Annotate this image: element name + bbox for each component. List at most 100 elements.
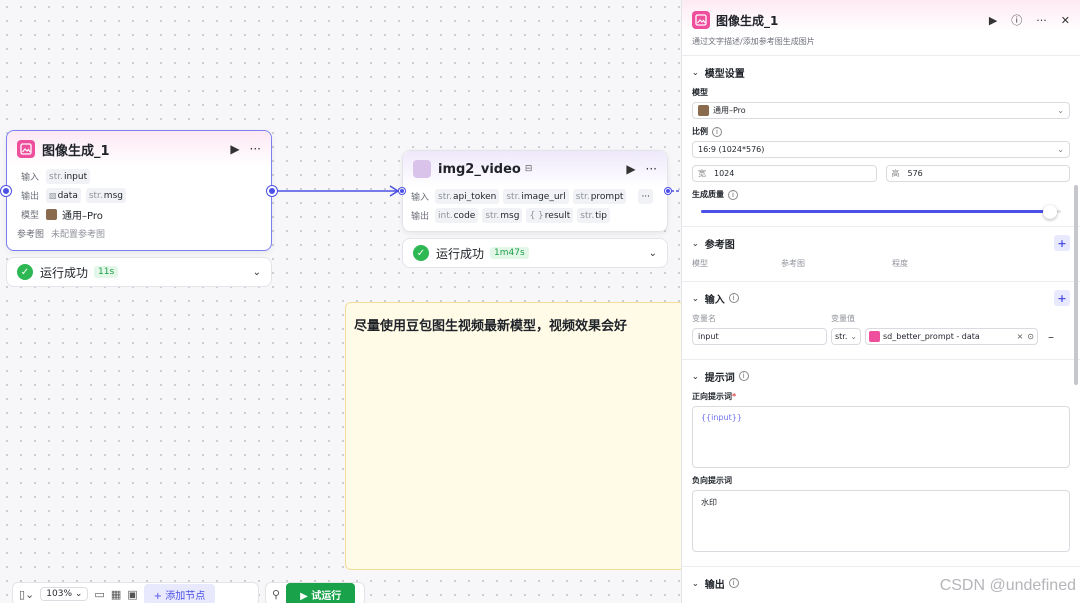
input-tag: str.api_token (435, 189, 500, 204)
slider-handle[interactable] (1043, 205, 1058, 219)
info-icon: i (738, 371, 749, 381)
play-icon[interactable]: ▶ (988, 13, 998, 27)
node-inputs-row: 输入 str.input (7, 167, 271, 186)
canvas-toolbar: ▯⌄ 103% ⌄ ▭ ▦ ▣ + 添加节点 (12, 582, 259, 603)
add-node-button[interactable]: + 添加节点 (143, 583, 216, 603)
output-tag: str.msg (482, 208, 523, 223)
comment-icon[interactable]: ▭ (94, 587, 105, 601)
input-tag: str.image_url (503, 189, 569, 204)
image-icon (17, 140, 35, 158)
more-icon[interactable]: ··· (645, 162, 657, 176)
output-tag: str.tip (577, 208, 610, 223)
node1-status-bar[interactable]: ✓ 运行成功 11s ⌄ (6, 257, 272, 287)
wrench-icon[interactable]: ⚲ (272, 587, 281, 601)
node2-status-bar[interactable]: ✓ 运行成功 1m47s ⌄ (402, 238, 668, 268)
sticky-note[interactable]: 尽量使用豆包图生视频最新模型，视频效果会好 (345, 302, 685, 570)
var-ref-select[interactable]: sd_better_prompt - data × ⊙ (865, 328, 1038, 345)
section-header[interactable]: ⌄模型设置 (692, 67, 745, 80)
node1-output-port[interactable] (267, 186, 277, 196)
input-tag: str.input (46, 169, 91, 184)
quality-slider[interactable] (692, 204, 1070, 220)
negative-prompt-input[interactable]: 水印 (692, 490, 1070, 552)
zoom-select[interactable]: 103% ⌄ (40, 587, 89, 601)
ratio-select[interactable]: 16:9 (1024*576)⌄ (692, 141, 1070, 158)
info-icon: i (712, 126, 722, 137)
model-avatar-icon (698, 105, 709, 116)
chevron-down-icon: ⌄ (850, 332, 857, 341)
minimap-icon[interactable]: ▣ (127, 587, 138, 601)
plugin-avatar-icon (413, 160, 431, 178)
close-icon[interactable]: ✕ (1060, 13, 1070, 27)
ref-label: 参考图 (17, 230, 45, 240)
chevron-down-icon: ⌄ (1057, 106, 1064, 115)
remove-input-button[interactable]: – (1048, 329, 1054, 344)
var-type-select[interactable]: str.⌄ (831, 328, 861, 345)
reference-image-section: ⌄参考图+ 模型 参考图 程度 (682, 226, 1080, 275)
model-select[interactable]: 通用–Pro⌄ (692, 102, 1070, 119)
test-run-button[interactable]: ▶ 试运行 (286, 582, 356, 603)
more-icon[interactable]: ··· (249, 142, 261, 156)
output-tag: int.code (435, 208, 479, 223)
positive-prompt-label: 正向提示词* (692, 392, 737, 401)
model-avatar-icon (46, 209, 57, 220)
node-header: 图像生成_1 ▶ ··· (7, 131, 271, 167)
node2-output-port[interactable] (665, 188, 671, 194)
more-icon[interactable]: ··· (1036, 13, 1047, 27)
var-name-input[interactable]: input (692, 328, 827, 345)
chevron-down-icon[interactable]: ⌄ (252, 266, 261, 278)
output-tag: { }result (526, 208, 574, 223)
positive-prompt-input[interactable]: {{input}} (692, 406, 1070, 468)
status-time: 11s (94, 266, 119, 278)
info-icon: i (728, 578, 739, 588)
reference-columns: 模型 参考图 程度 (692, 259, 908, 268)
node-img2-video[interactable]: img2_video ⊟ ▶ ··· 输入 str.api_token str.… (402, 150, 668, 232)
clear-icon[interactable]: × (1016, 332, 1024, 341)
plugin-badge-icon: ⊟ (524, 164, 533, 174)
pointer-mode-icon[interactable]: ▯⌄ (19, 587, 35, 601)
section-header[interactable]: ⌄参考图+ (692, 235, 1070, 251)
node2-input-port[interactable] (399, 188, 405, 194)
status-text: 运行成功 (40, 265, 89, 280)
panel-scrollbar[interactable] (1074, 185, 1078, 385)
node-title: 图像生成_1 (42, 143, 110, 159)
chevron-down-icon[interactable]: ⌄ (648, 247, 657, 259)
success-icon: ✓ (17, 264, 33, 280)
note-text[interactable]: 尽量使用豆包图生视频最新模型，视频效果会好 (354, 319, 628, 334)
more-inputs-button[interactable]: ··· (638, 189, 654, 204)
input-columns: 变量名 变量值 (692, 314, 855, 323)
panel-header: 图像生成_1 ▶ ⓘ ··· ✕ 通过文字描述/添加参考图生成图片 (682, 0, 1080, 55)
add-input-button[interactable]: + (1054, 290, 1070, 306)
chevron-down-icon: ⌄ (692, 293, 699, 303)
help-icon[interactable]: ⓘ (1011, 14, 1023, 27)
image-icon (692, 11, 710, 29)
success-icon: ✓ (413, 245, 429, 261)
inputs-label: 输入 (21, 173, 40, 183)
grid-icon[interactable]: ▦ (110, 587, 122, 601)
node-ref-row: 参考图 未配置参考图 (7, 224, 271, 243)
chevron-down-icon: ⌄ (1057, 145, 1064, 154)
node-image-gen-1[interactable]: 图像生成_1 ▶ ··· 输入 str.input 输出 ▧data str.m… (6, 130, 272, 251)
add-reference-button[interactable]: + (1054, 235, 1070, 251)
panel-title[interactable]: 图像生成_1 (716, 13, 779, 28)
node-header: img2_video ⊟ ▶ ··· (403, 151, 667, 187)
node-inputs-row: 输入 str.api_token str.image_url str.promp… (403, 187, 667, 206)
run-toolbar: ⚲ ▶ 试运行 (265, 582, 365, 603)
play-icon[interactable]: ▶ (230, 142, 240, 156)
target-icon[interactable]: ⊙ (1027, 332, 1034, 341)
node1-input-port[interactable] (1, 186, 11, 196)
play-icon[interactable]: ▶ (626, 162, 636, 176)
outputs-label: 输出 (411, 212, 430, 222)
info-icon: i (728, 293, 739, 303)
output-tag: str.msg (85, 188, 126, 203)
model-label: 模型 (21, 211, 40, 221)
